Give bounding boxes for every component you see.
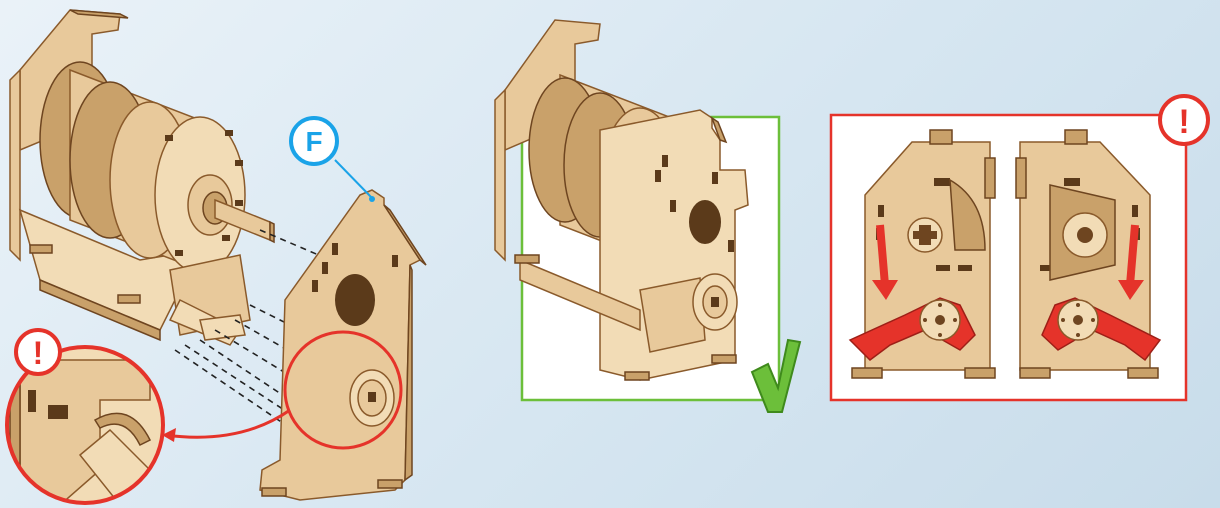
warning-badge-right: ! xyxy=(1160,96,1208,144)
part-label-f: F xyxy=(305,126,322,157)
drum-assembly-left xyxy=(10,10,274,345)
warning-badge-left: ! xyxy=(16,330,60,374)
orientation-warning-panel xyxy=(831,115,1186,400)
part-callout-f: F xyxy=(291,118,375,202)
warning-mark: ! xyxy=(33,335,44,371)
zoom-arrow xyxy=(165,410,290,437)
correct-result-panel xyxy=(495,20,779,400)
warning-mark: ! xyxy=(1178,103,1189,141)
side-panel-f xyxy=(260,190,426,500)
